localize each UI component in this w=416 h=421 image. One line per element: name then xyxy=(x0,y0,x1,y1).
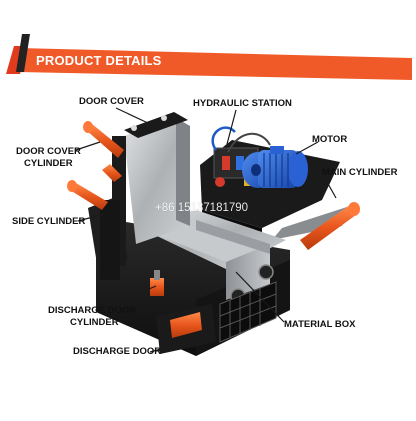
leader-door-cover xyxy=(115,107,151,125)
leader-discharge-door xyxy=(149,345,173,353)
main-cylinder xyxy=(272,202,360,250)
banner-orange-band xyxy=(18,48,412,80)
valve-red xyxy=(222,156,230,170)
label-motor: MOTOR xyxy=(312,134,348,145)
gauge-red xyxy=(215,177,225,187)
label-discharge-door-cylinder-line2: CYLINDER xyxy=(70,317,119,328)
label-main-cylinder: MAIN CYLINDER xyxy=(322,167,398,178)
main-cylinder-cap xyxy=(348,202,360,216)
left-frame xyxy=(100,136,126,280)
watermark-phone: +86 15137181790 xyxy=(155,202,249,214)
main-cylinder-rod xyxy=(272,206,350,240)
door-cover-cylinder xyxy=(83,121,124,158)
leader-side-cylinder xyxy=(77,213,105,222)
main-cylinder-barrel xyxy=(300,205,360,250)
leader-hydraulic-station xyxy=(225,109,237,149)
motor-terminal-box xyxy=(270,146,284,154)
discharge-door-handle xyxy=(170,312,202,338)
side-cylinder-housing xyxy=(100,200,120,280)
banner-title: PRODUCT DETAILS xyxy=(36,53,162,68)
header-banner xyxy=(6,34,412,80)
door-cover-cylinder-barrel xyxy=(86,124,124,158)
label-door-cover-cylinder-line2: CYLINDER xyxy=(24,158,73,169)
leader-material-box xyxy=(235,271,285,323)
door-cover-top-bar xyxy=(124,112,188,138)
leader-motor xyxy=(295,141,319,155)
leader-discharge-door-cylinder xyxy=(127,285,157,299)
banner-dark-stripe xyxy=(16,34,30,72)
door-cover xyxy=(124,112,190,244)
label-side-cylinder: SIDE CYLINDER xyxy=(12,216,86,227)
discharge-chamber-grid xyxy=(219,281,277,343)
door-cover-plate xyxy=(124,118,190,244)
label-hydraulic-station: HYDRAULIC STATION xyxy=(193,98,292,109)
leader-lines xyxy=(75,107,337,353)
material-box-front-inner xyxy=(226,244,270,300)
motor xyxy=(242,146,308,188)
discharge-door-cylinder-barrel xyxy=(150,278,164,296)
motor-rear xyxy=(288,151,308,187)
valve-blue xyxy=(236,156,244,170)
label-door-cover-cylinder-line1: DOOR COVER xyxy=(16,146,81,157)
label-material-box: MATERIAL BOX xyxy=(284,319,356,330)
discharge-door xyxy=(156,304,216,354)
label-discharge-door: DISCHARGE DOOR xyxy=(73,346,162,357)
side-cylinder xyxy=(67,164,122,210)
bolt-hole-2 xyxy=(258,264,274,280)
hose-blue xyxy=(211,126,236,151)
leader-door-cover-cylinder xyxy=(75,141,101,151)
label-discharge-door-cylinder-line1: DISCHARGE DOOR xyxy=(48,305,137,316)
discharge-door-cylinder xyxy=(150,270,164,296)
hose-dark xyxy=(227,132,271,153)
side-cylinder-barrel xyxy=(70,183,108,210)
leader-main-cylinder xyxy=(321,172,337,199)
material-box-floor xyxy=(150,220,270,262)
label-door-cover: DOOR COVER xyxy=(79,96,144,107)
